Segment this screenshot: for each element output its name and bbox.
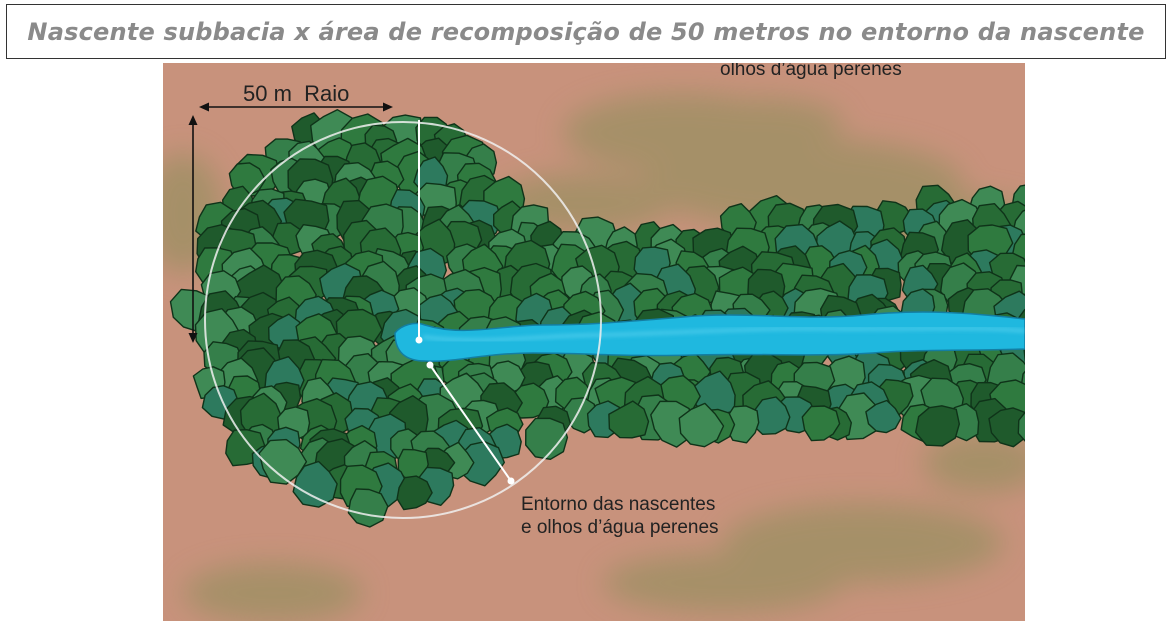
grass-patches <box>163 93 1025 621</box>
recomposition-circle <box>204 121 602 519</box>
arrowhead-top <box>188 115 198 125</box>
tree-crown <box>1017 411 1025 442</box>
tree-crown <box>988 407 1025 448</box>
radius-line-diagonal <box>429 364 512 482</box>
arrowhead-bottom <box>188 333 198 343</box>
figure-title: Nascente subbacia x área de recomposição… <box>27 17 1145 46</box>
stream-highlight <box>422 327 1025 342</box>
top-label: olhos d’água perenes <box>720 63 902 80</box>
spring-illustration: 50 m Raio olhos d’água perenes Entorno d… <box>163 63 1025 621</box>
tree-crown <box>650 400 693 448</box>
title-box: Nascente subbacia x área de recomposição… <box>6 4 1166 59</box>
tree-crown <box>1023 348 1025 363</box>
spring-diagram-svg: 50 m Raio olhos d’água perenes Entorno d… <box>163 63 1025 621</box>
tree-crown <box>347 488 389 528</box>
tree-crown <box>915 405 960 447</box>
tree-crown <box>525 417 569 460</box>
arrowhead-right <box>383 102 393 112</box>
bottom-label-line1: Entorno das nascentes <box>521 494 715 515</box>
tree-crown <box>258 438 308 485</box>
tree-crown <box>608 400 650 439</box>
tree-crown <box>678 402 725 448</box>
tree-crown <box>396 475 433 511</box>
radius-end-point <box>507 477 515 485</box>
riparian-forest <box>169 109 1025 528</box>
grass-patch <box>683 98 843 148</box>
radius-label: 50 m Raio <box>243 81 349 106</box>
bottom-label-line2: e olhos d’água perenes <box>521 517 719 538</box>
radius-start-point <box>426 361 434 369</box>
tree-crown <box>865 399 902 434</box>
grass-patch <box>183 563 363 621</box>
tree-crown <box>801 405 841 442</box>
grass-patch <box>603 553 843 613</box>
spring-point <box>415 336 423 344</box>
arrowhead-left <box>199 102 209 112</box>
stream-water <box>394 311 1025 363</box>
grass-patch <box>923 433 1025 493</box>
